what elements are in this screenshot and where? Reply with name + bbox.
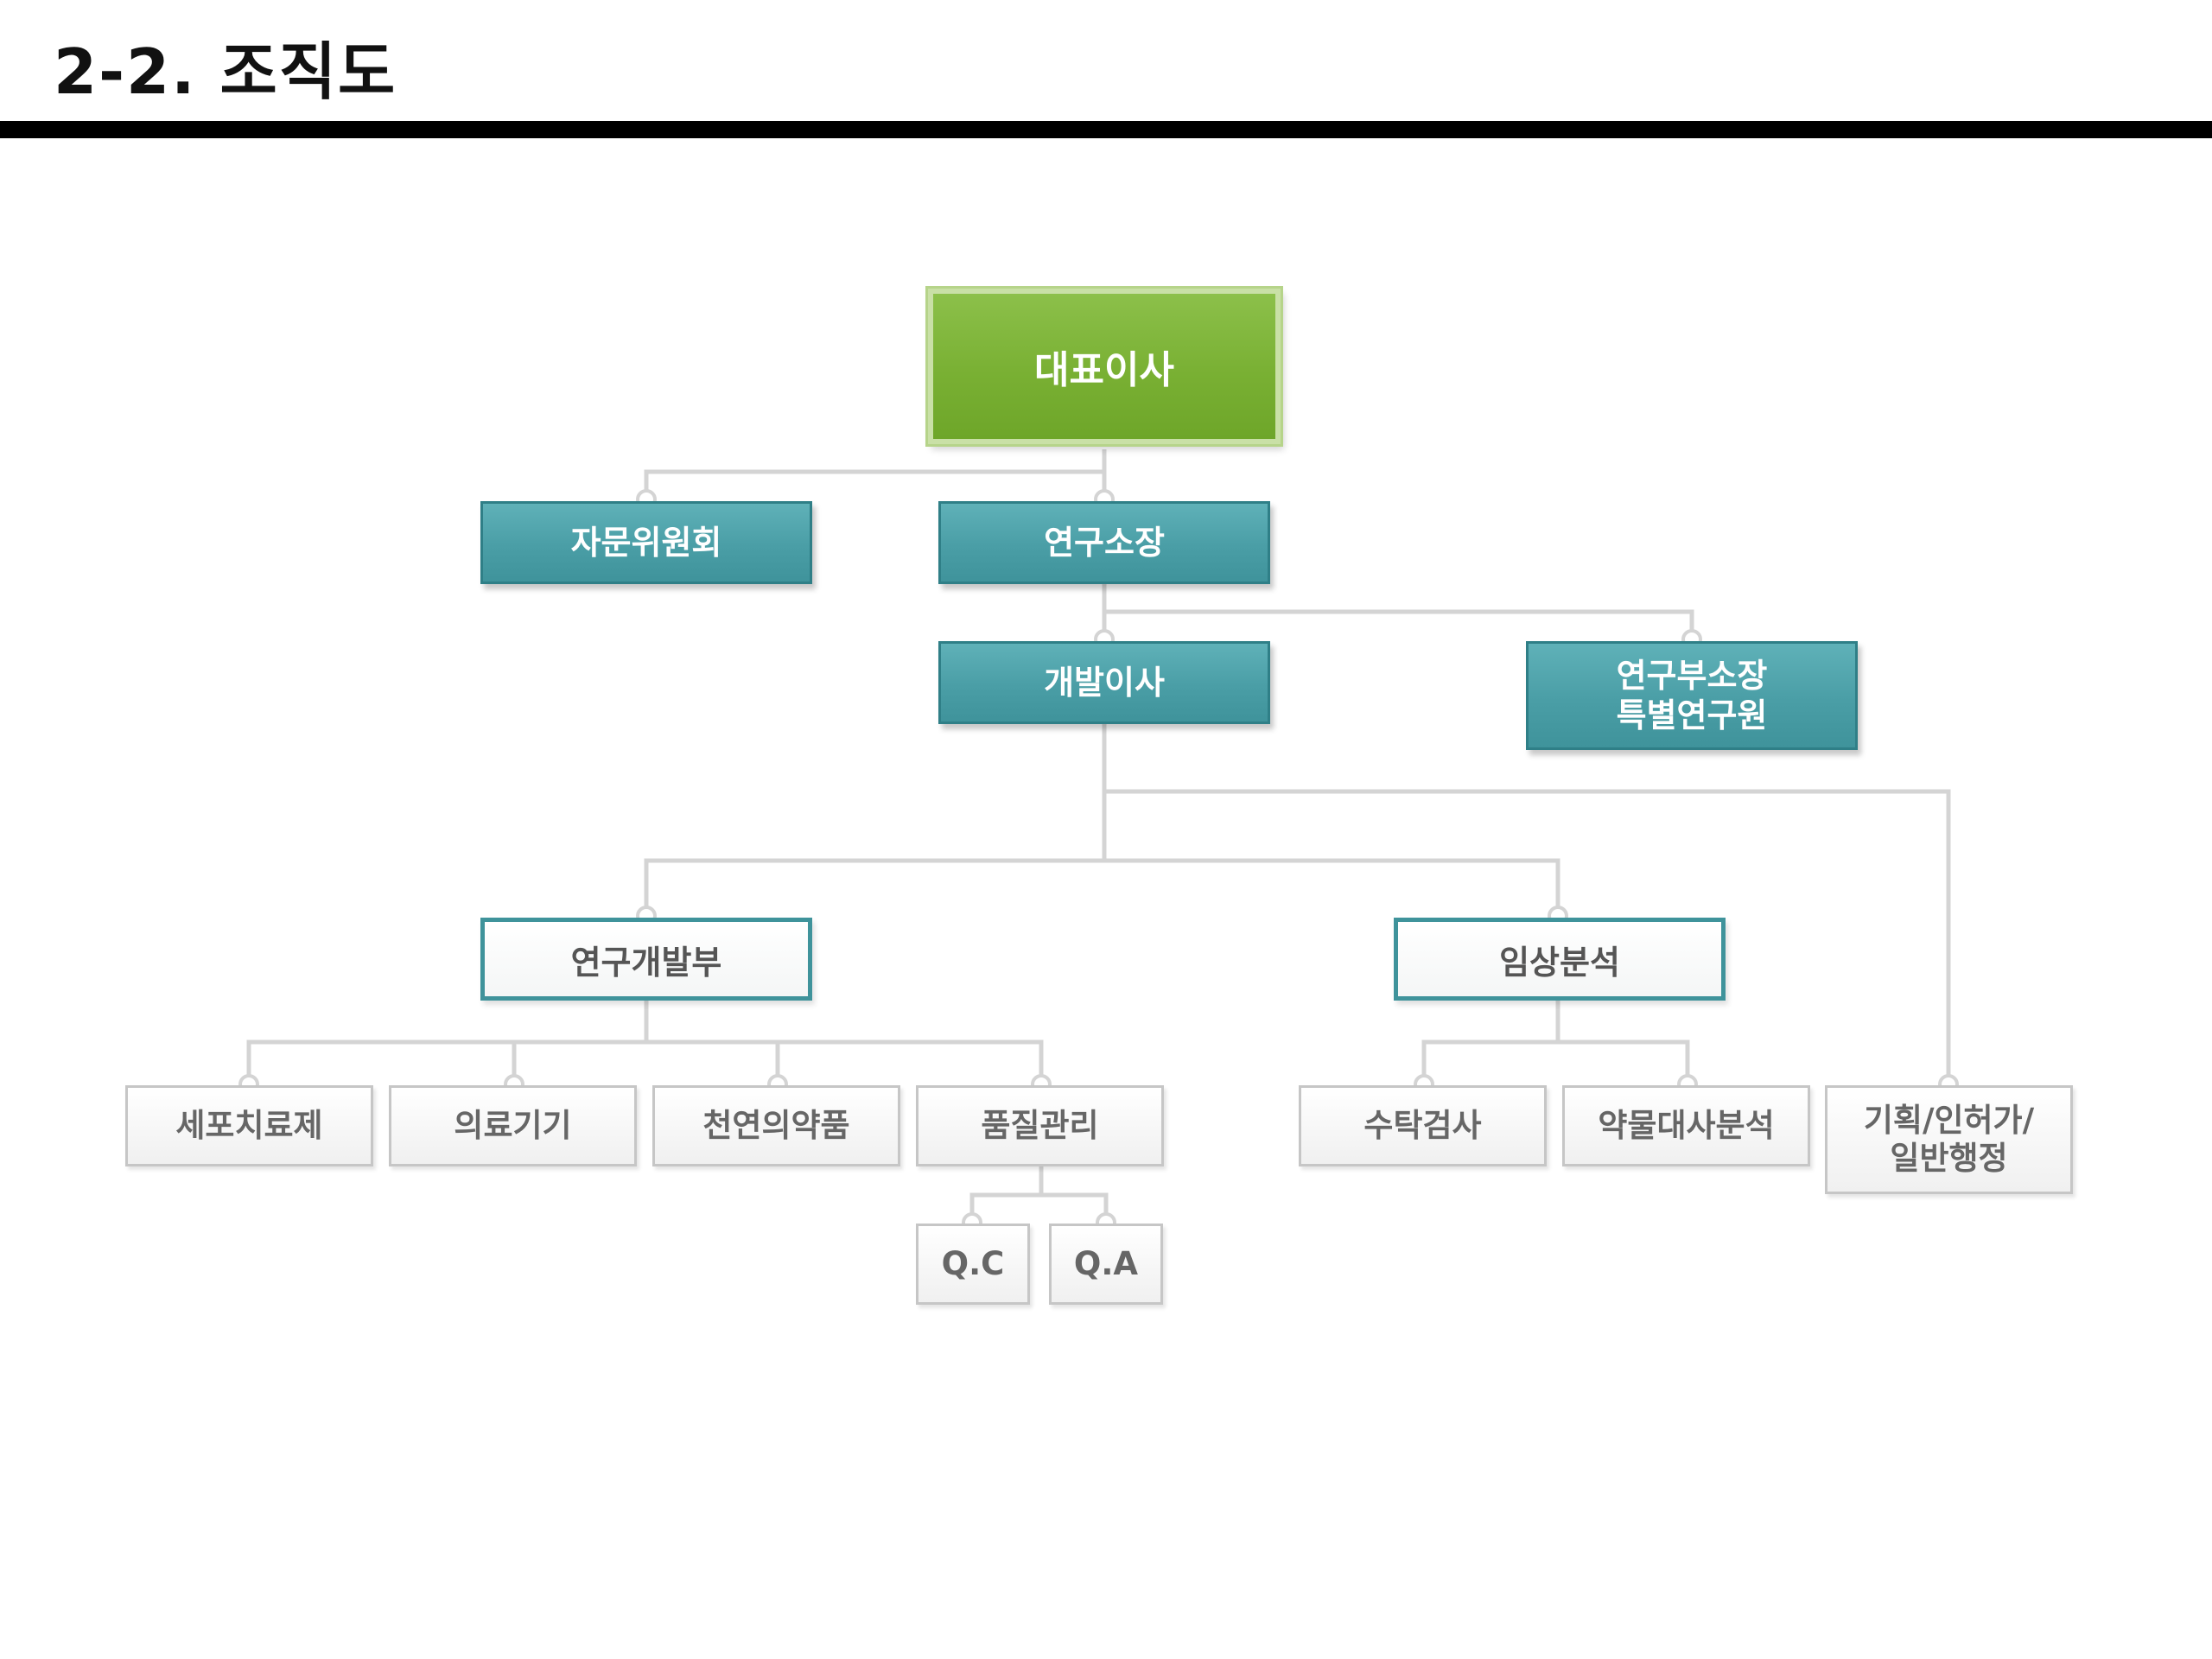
qc-node: Q.C <box>916 1224 1030 1305</box>
ceo-node: 대표이사 <box>925 286 1283 447</box>
deputy-director-node: 연구부소장 특별연구원 <box>1526 641 1858 750</box>
connector-clinical-drug <box>1558 1039 1690 1084</box>
connector-clinical-contract <box>1421 1001 1560 1084</box>
development-director-node: 개발이사 <box>938 641 1270 724</box>
planning-admin-node: 기획/인허가/ 일반행정 <box>1825 1085 2073 1194</box>
quality-management-node: 품질관리 <box>916 1085 1164 1166</box>
connector-quality-qa <box>1041 1192 1109 1223</box>
page-title: 2-2. 조직도 <box>54 35 397 108</box>
drug-metabolism-node: 약물대사분석 <box>1562 1085 1810 1166</box>
advisory-committee-node: 자문위원회 <box>480 501 812 584</box>
connector-development-rnd <box>644 724 1107 916</box>
connector-ceo-advisory <box>644 449 1107 499</box>
connector-quality-qc <box>969 1166 1044 1223</box>
cell-therapy-node: 세포치료제 <box>125 1085 373 1166</box>
connector-rnd-quality <box>646 1039 1044 1084</box>
title-divider <box>0 121 2212 138</box>
natural-medicine-node: 천연의약품 <box>652 1085 900 1166</box>
connector-development-clinical <box>1104 858 1560 916</box>
contract-testing-node: 수탁검사 <box>1299 1085 1547 1166</box>
clinical-analysis-node: 임상분석 <box>1394 918 1726 1001</box>
medical-device-node: 의료기기 <box>389 1085 637 1166</box>
connector-development-planning <box>1104 789 1951 1084</box>
connector-research-deputy <box>1104 609 1694 639</box>
rnd-department-node: 연구개발부 <box>480 918 812 1001</box>
qa-node: Q.A <box>1049 1224 1163 1305</box>
research-director-node: 연구소장 <box>938 501 1270 584</box>
connector-rnd-cell <box>246 1001 649 1084</box>
